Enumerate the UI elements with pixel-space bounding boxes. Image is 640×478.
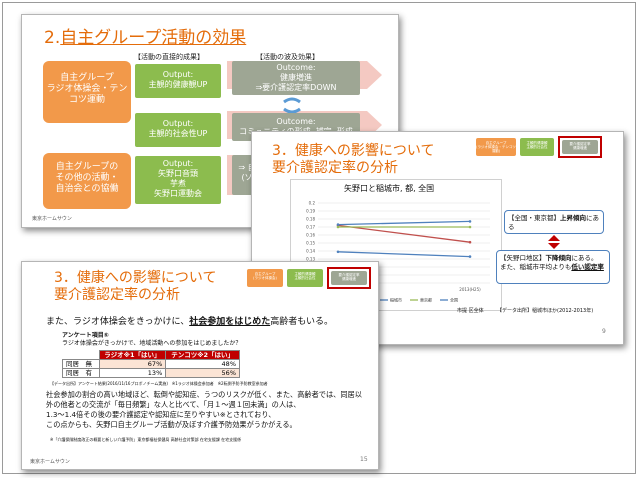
left-box-radio-taiso: 自主グループ ラジオ体操会・テン コツ運動: [43, 61, 131, 123]
output-events: Output: 矢野口音頭 芋煮 矢野口運動会: [135, 156, 221, 204]
y-tick-label: 0.19: [306, 209, 315, 214]
outcome-health: Outcome: 健康増進 ⇒要介護認定率DOWN: [232, 61, 360, 95]
chart-frame: [290, 179, 502, 311]
legend-label: 稲城市: [390, 297, 402, 303]
x-tick-label: 2013(H25): [459, 287, 481, 292]
left-box-other-activities: 自主グループの その他の活動・ 自治会との協働: [43, 153, 131, 209]
legend-label: 東京都: [420, 297, 432, 303]
y-tick-label: 0.15: [306, 241, 315, 246]
body-line-3: 1.3～1.4倍その後の要介護認定や認知症に至りやすい※とされており、: [46, 410, 276, 419]
slide-survey: 3．健康への影響について 要介護認定率の分析 自主グループ (ラジオ体操会) 主…: [21, 261, 379, 470]
slide3-flow-3: 要介護認定率 健康増進: [331, 271, 367, 285]
header-direct: 【活動の直接的成果】: [134, 53, 204, 61]
y-tick-label: 0.16: [306, 233, 315, 238]
slide3-flow-1: 自主グループ (ラジオ体操会): [247, 269, 283, 287]
body-line-4: この点からも、矢野口自主グループ活動が及ぼす介護予防効果がうかがえる。: [46, 420, 297, 429]
data-point: [468, 225, 472, 229]
body-line-1: 社会参加の割合の高い地域ほど、転倒や認知症、うつのリスクが低く、また、高齢者では…: [46, 390, 362, 399]
table-row: 同居 無 67% 48%: [62, 359, 240, 369]
table-cell: 13%: [98, 368, 167, 378]
bubble-national-a: 【全国・東京都】: [508, 214, 560, 222]
y-tick-label: 0.18: [306, 217, 315, 222]
bubble-yanokuchi: 【矢野口地区】下降傾向にある。 また、稲城市平均よりも低い認定率: [496, 250, 610, 284]
series-line: [337, 220, 471, 226]
slide2-flow-2: 主観的健康観 主観的社会性: [520, 138, 554, 156]
chart-title: 矢野口と稲城市, 都, 全国: [344, 184, 435, 193]
cycle-arrows-icon: [283, 97, 301, 114]
series-line: [337, 251, 471, 258]
outcome-partial-1: ⇒ 自: [238, 163, 256, 172]
slide3-logo: 東京ホームサウン: [30, 459, 70, 465]
slide2-flow-3: 要介護認定率 健康増進: [562, 140, 598, 154]
table-cell: 48%: [165, 359, 240, 369]
slide2-title: 3．健康への影響について 要介護認定率の分析: [272, 143, 435, 176]
lead-a: また、ラジオ体操会をきっかけに、: [46, 317, 190, 327]
slide1-title-number: 2.: [44, 28, 61, 48]
data-point: [336, 223, 340, 226]
slide3-flow-highlight: 要介護認定率 健康増進: [327, 267, 371, 289]
bubble-national-c: にある: [508, 214, 599, 231]
survey-question: ラジオ体操会がきっかけで、地域活動への参加をはじめましたか？: [62, 340, 242, 347]
output-social: Output: 主観的社会性UP: [135, 113, 221, 147]
y-tick-label: 0.13: [306, 257, 315, 262]
slide1-logo: 東京ホームサウン: [32, 216, 72, 222]
slide2-flow-1: 自主グループ (ラジオ体操会・テンコツ運動): [476, 138, 516, 156]
footnote: ※「介護保険制度改正の概要と新しい介護予防」東京都福祉保健局 高齢社会対策部 在…: [50, 437, 242, 442]
source-left: 市提 区全体: [457, 308, 484, 314]
body-line-2: 外の他者との交流が「毎日頻繁」な人と比べて、「月１～週１回未満」の人は、: [46, 400, 301, 409]
bubble-national: 【全国・東京都】上昇傾向にある: [504, 210, 604, 234]
data-point: [336, 225, 340, 229]
table-cell: 同居 有: [62, 368, 100, 378]
table-cell: 同居 無: [62, 359, 100, 369]
slide3-flow-2: 主観的健康観 主観的社会性: [287, 269, 323, 287]
source: 【データ出所】稲城市ほか(2012-2013年): [497, 308, 594, 314]
arrows-up-down-icon: [548, 235, 560, 249]
table-header-radio: ラジオ※1「はい」: [98, 350, 167, 360]
bubble-yano-d: また、稲城市平均よりも: [500, 263, 572, 271]
lead-text: また、ラジオ体操会をきっかけに、社会参加をはじめた高齢者もいる。: [46, 317, 333, 328]
table-header-tenkotsu: テンコツ※2「はい」: [165, 350, 240, 360]
bubble-yano-e: 低い認定率: [571, 263, 604, 271]
series-line: [337, 224, 471, 243]
slide1-title: 2.自主グループ活動の効果: [44, 23, 246, 48]
slide2-page: 9: [602, 328, 606, 335]
slide1-title-text: 自主グループ活動の効果: [60, 28, 247, 48]
data-point: [468, 220, 472, 223]
table-cell: 56%: [165, 368, 240, 378]
table-corner: [63, 351, 100, 360]
table-row: 同居 有 13% 56%: [62, 368, 240, 378]
slide3-page: 15: [360, 456, 368, 463]
survey-title: アンケート項目⑤: [62, 332, 109, 339]
y-tick-label: 0.2: [309, 201, 316, 206]
y-tick-label: 0.14: [306, 249, 315, 254]
lead-c: 高齢者もいる。: [270, 317, 334, 327]
data-point: [336, 250, 340, 254]
data-point: [468, 240, 472, 244]
header-ripple: 【活動の波及効果】: [256, 53, 319, 61]
table-note: 【データ出所】アンケート結果(2016/11/16プロボノチーム実施) ※1ラジ…: [50, 381, 268, 386]
bubble-yano-c: にある。: [571, 254, 598, 262]
y-tick-label: 0.17: [306, 225, 315, 230]
slide2-flow-highlight: 要介護認定率 健康増進: [558, 136, 602, 158]
lead-b: 社会参加をはじめた: [189, 317, 271, 327]
outer-frame: [2, 2, 636, 474]
outcome-partial-2: (ソ: [241, 173, 253, 182]
bubble-national-b: 上昇傾向: [560, 214, 586, 222]
output-health: Output: 主観的健康観UP: [135, 64, 221, 98]
legend-label: 全国: [450, 297, 458, 303]
slide3-title: 3．健康への影響について 要介護認定率の分析: [54, 270, 217, 303]
table-cell: 67%: [98, 359, 167, 369]
bubble-yano-a: 【矢野口地区】: [500, 254, 546, 262]
survey-table: ラジオ※1「はい」 テンコツ※2「はい」 同居 無 67% 48% 同居 有 1…: [62, 350, 240, 378]
data-point: [468, 255, 472, 258]
bubble-yano-b: 下降傾向: [545, 254, 572, 262]
